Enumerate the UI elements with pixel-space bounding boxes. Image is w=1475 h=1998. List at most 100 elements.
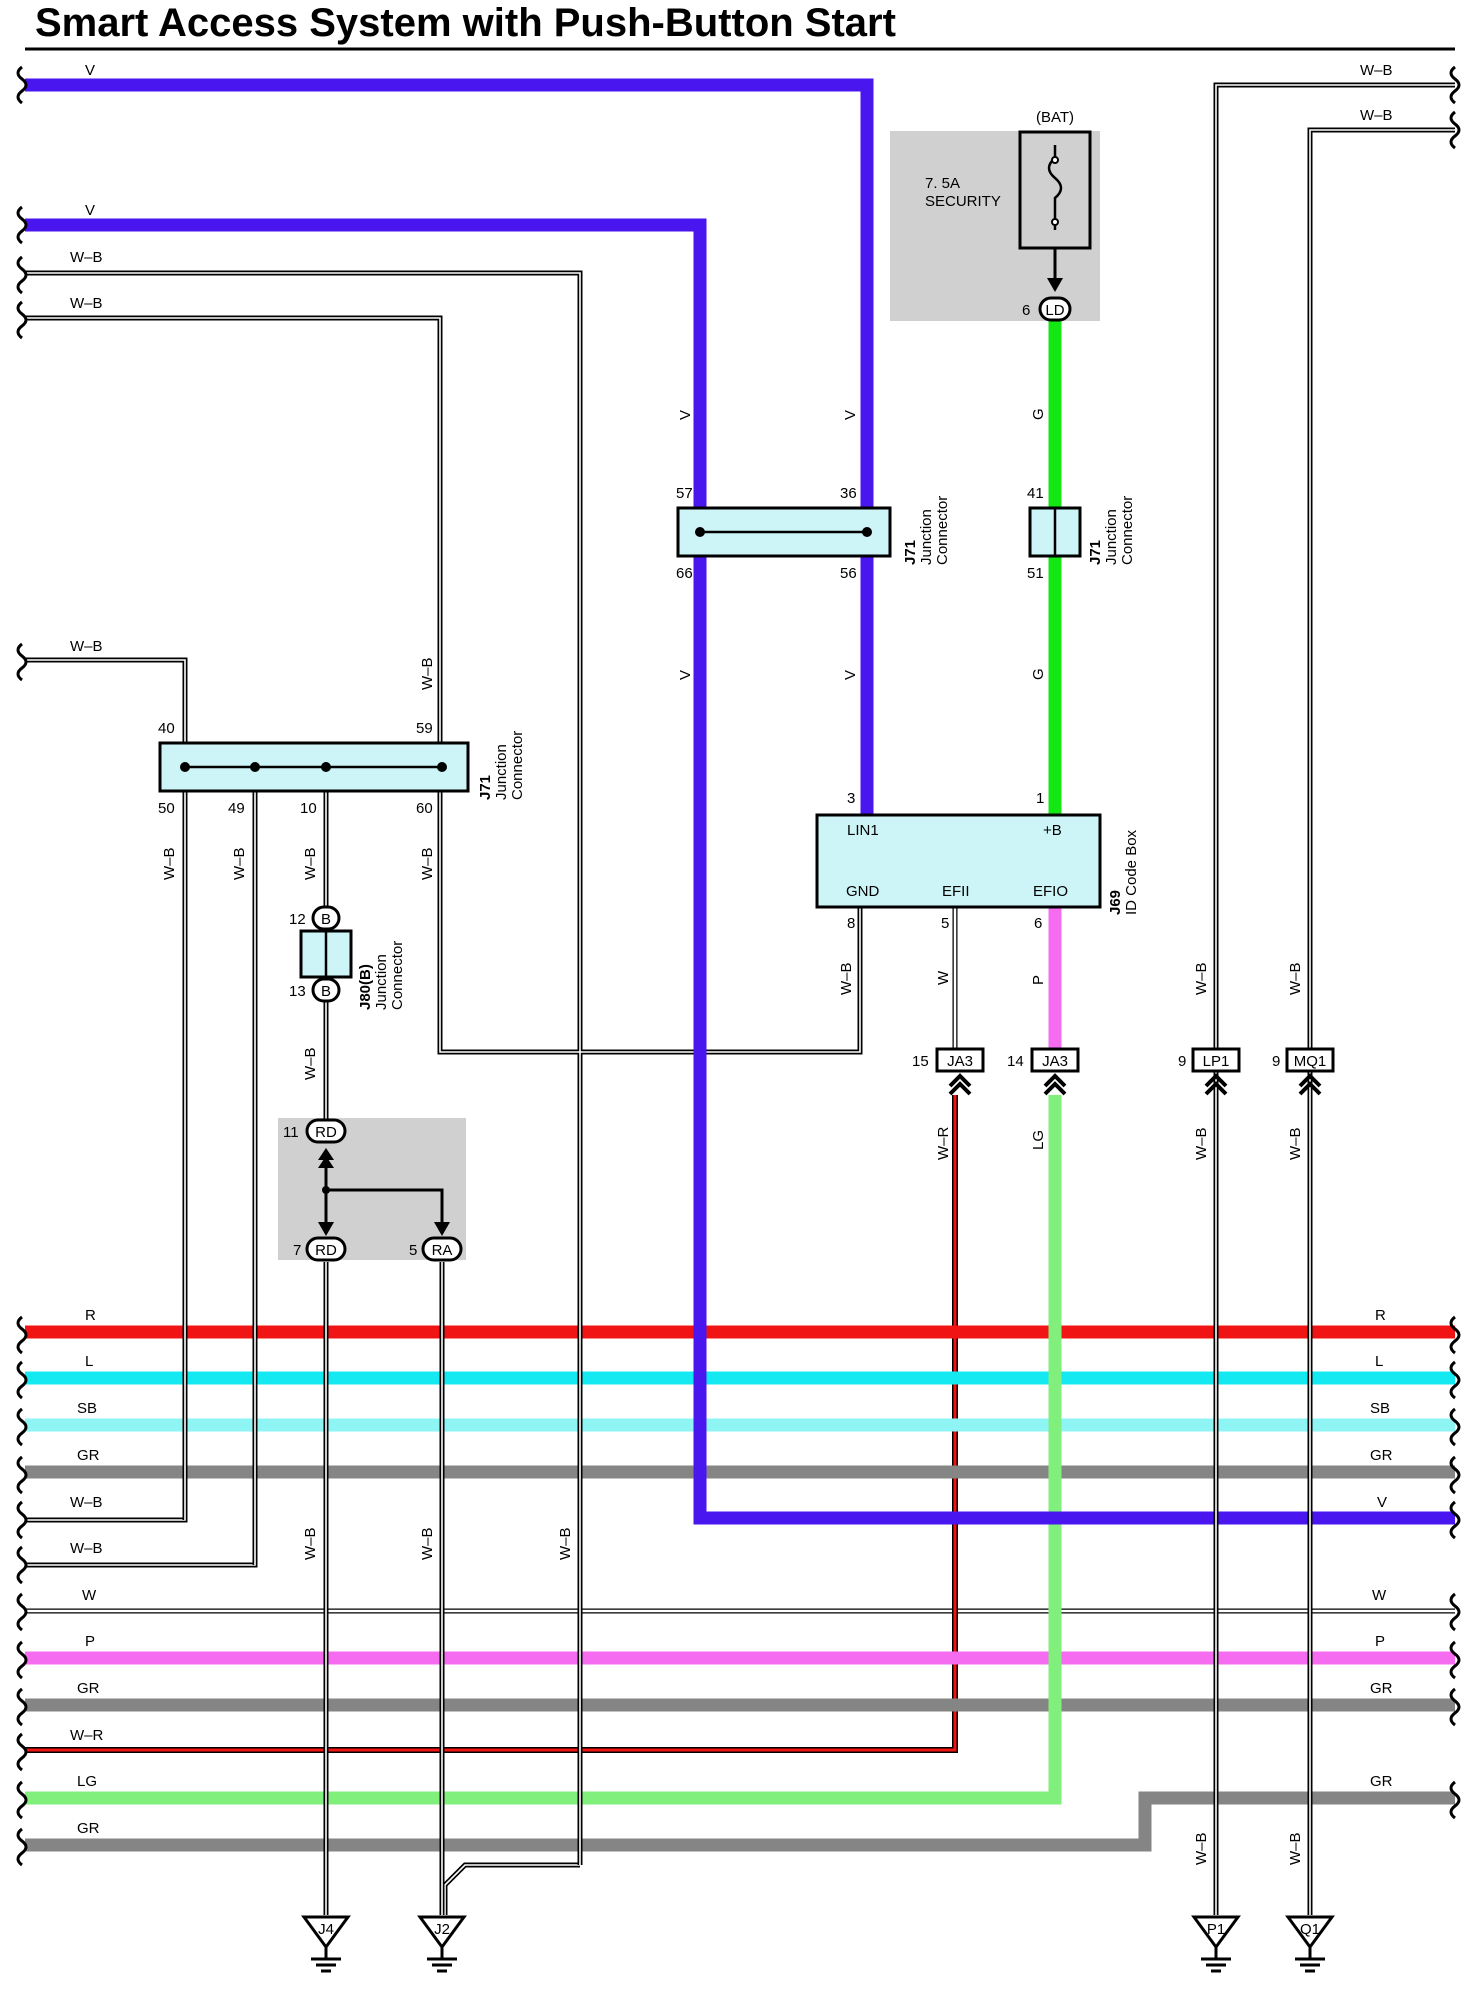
svg-text:L: L [85, 1353, 93, 1370]
svg-text:P: P [85, 1633, 95, 1650]
svg-text:MQ1: MQ1 [1294, 1053, 1327, 1070]
svg-text:13: 13 [289, 983, 306, 1000]
connector-ra [421, 1236, 463, 1262]
svg-text:W–B: W–B [302, 1527, 319, 1560]
svg-text:49: 49 [228, 800, 245, 817]
wire-labels-vertical: V V G V V G W–B W–B W–B W–B W–B W–B W–B … [161, 408, 1304, 1865]
svg-text:14: 14 [1007, 1053, 1024, 1070]
svg-text:GR: GR [77, 1820, 100, 1837]
svg-text:9: 9 [1178, 1053, 1186, 1070]
svg-text:50: 50 [158, 800, 175, 817]
svg-text:P: P [1375, 1633, 1385, 1650]
svg-text:GND: GND [846, 883, 880, 900]
junction-j71-lower: 40 59 50 49 10 60 J71 Junction Connector [158, 720, 526, 817]
svg-text:V: V [85, 62, 95, 79]
svg-text:V: V [842, 410, 859, 420]
svg-text:W–B: W–B [419, 847, 436, 880]
junction-j80b: B 12 B 13 J80(B) Junction Connector [289, 905, 406, 1010]
svg-text:59: 59 [416, 720, 433, 737]
svg-text:9: 9 [1272, 1053, 1280, 1070]
svg-text:W–B: W–B [419, 1527, 436, 1560]
w-wires [25, 904, 1455, 1614]
svg-text:R: R [85, 1307, 96, 1324]
svg-text:40: 40 [158, 720, 175, 737]
fuse-area-shade [890, 131, 1100, 321]
svg-text:Q1: Q1 [1300, 1921, 1320, 1938]
svg-text:W–B: W–B [1287, 1127, 1304, 1160]
junction-j71-g: 41 51 J71 Junction Connector [1027, 485, 1136, 582]
svg-text:7: 7 [293, 1242, 301, 1259]
svg-text:V: V [1377, 1494, 1387, 1511]
svg-text:J71: J71 [1087, 540, 1104, 565]
svg-text:ID Code Box: ID Code Box [1123, 829, 1140, 915]
svg-text:W: W [935, 970, 952, 985]
connector-rd-top [305, 1118, 347, 1144]
svg-text:LIN1: LIN1 [847, 822, 879, 839]
svg-text:W–B: W–B [1287, 962, 1304, 995]
svg-text:15: 15 [912, 1053, 929, 1070]
fuse-icon [1047, 145, 1063, 230]
fuse-rating: 7. 5A [925, 175, 960, 192]
wb-wires [25, 82, 1455, 1915]
svg-text:W–R: W–R [70, 1727, 104, 1744]
svg-text:51: 51 [1027, 565, 1044, 582]
svg-text:W–B: W–B [1360, 62, 1393, 79]
svg-text:W–B: W–B [838, 962, 855, 995]
svg-text:W–B: W–B [1360, 107, 1393, 124]
svg-text:R: R [1375, 1307, 1386, 1324]
svg-text:+B: +B [1043, 822, 1062, 839]
svg-text:L: L [1375, 1353, 1383, 1370]
svg-text:EFII: EFII [942, 883, 970, 900]
bus-lines [25, 1095, 1455, 1852]
svg-text:66: 66 [676, 565, 693, 582]
svg-text:P: P [1030, 975, 1047, 985]
connector-ja3-15 [935, 1047, 985, 1073]
connector-mq1 [1285, 1047, 1335, 1073]
svg-text:SB: SB [77, 1400, 97, 1417]
svg-text:P1: P1 [1207, 1921, 1225, 1938]
svg-text:J4: J4 [318, 1921, 334, 1938]
svg-text:LG: LG [1030, 1130, 1047, 1150]
svg-text:LG: LG [77, 1773, 97, 1790]
grounds: J4 J2 P1 Q1 [302, 1915, 1334, 1973]
svg-text:B: B [321, 911, 331, 928]
svg-text:36: 36 [840, 485, 857, 502]
ecu-id-code-box: LIN1 +B GND EFII EFIO 3 1 8 5 6 J69 ID C… [815, 790, 1140, 932]
svg-text:GR: GR [77, 1680, 100, 1697]
svg-text:W–B: W–B [70, 1540, 103, 1557]
svg-text:Connector: Connector [509, 731, 526, 800]
svg-text:GR: GR [1370, 1680, 1393, 1697]
connector-rd-bottom [305, 1236, 347, 1262]
page-title: Smart Access System with Push-Button Sta… [35, 1, 896, 45]
svg-text:J71: J71 [477, 775, 494, 800]
svg-text:W–B: W–B [161, 847, 178, 880]
wire-gr-3 [25, 1791, 1455, 1852]
svg-text:GR: GR [1370, 1773, 1393, 1790]
wire-labels-left: V V W–B W–B W–B R L SB GR W–B W–B W P GR… [70, 62, 104, 1837]
svg-text:W–B: W–B [557, 1527, 574, 1560]
inline-connectors: JA3 15 JA3 14 LP1 9 MQ1 9 [912, 1047, 1335, 1096]
v-wires [25, 78, 1455, 1525]
svg-text:W–B: W–B [70, 1494, 103, 1511]
svg-text:B: B [321, 983, 331, 1000]
svg-text:W–B: W–B [70, 295, 103, 312]
connector-ld [1038, 296, 1072, 322]
svg-text:V: V [677, 410, 694, 420]
svg-text:G: G [1030, 668, 1047, 680]
svg-text:3: 3 [847, 790, 855, 807]
wire-labels-right: W–B W–B R L SB GR V W P GR GR [1360, 62, 1393, 1790]
svg-text:W–B: W–B [1193, 962, 1210, 995]
svg-text:GR: GR [1370, 1447, 1393, 1464]
svg-text:SB: SB [1370, 1400, 1390, 1417]
svg-text:W: W [1372, 1587, 1387, 1604]
svg-text:Connector: Connector [389, 941, 406, 1010]
svg-text:LP1: LP1 [1203, 1053, 1230, 1070]
svg-text:J80(B): J80(B) [357, 964, 374, 1010]
svg-text:6: 6 [1034, 915, 1042, 932]
svg-text:1: 1 [1036, 790, 1044, 807]
svg-text:6: 6 [1022, 302, 1030, 319]
svg-text:W–B: W–B [302, 1047, 319, 1080]
connector-lp1 [1191, 1047, 1241, 1073]
arrow-down-icon [1047, 278, 1063, 292]
